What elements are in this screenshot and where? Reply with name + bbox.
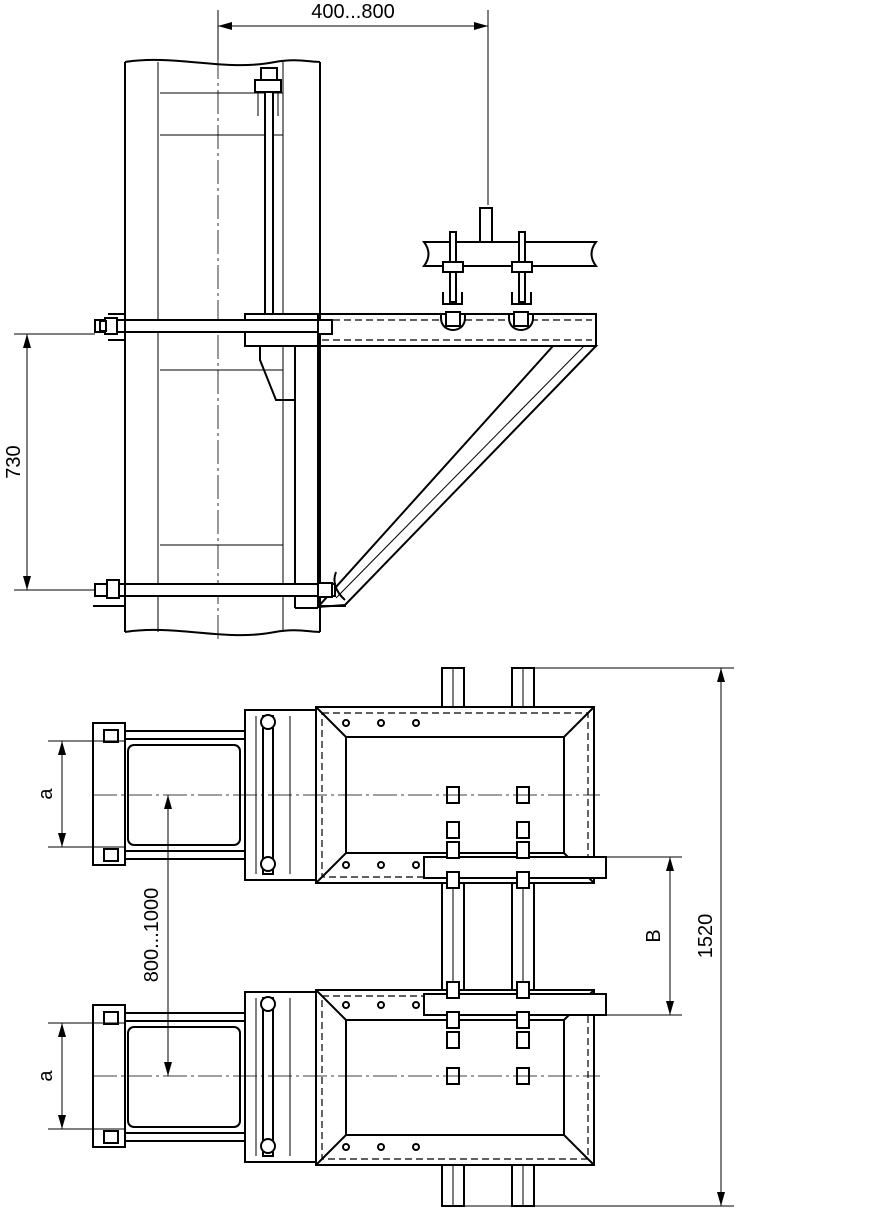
dimension-overall-height: 1520 (534, 667, 734, 1207)
clamp-assembly-upper (92, 706, 607, 889)
lower-clamp-bolt (93, 578, 346, 607)
dimension-vertical-span-label: 730 (3, 445, 25, 478)
dimension-a-upper: a (35, 740, 125, 848)
dimension-gap: B (606, 856, 682, 1016)
dimension-top-span: 400...800 (217, 1, 489, 205)
top-threaded-rod (254, 67, 282, 333)
vertical-member (259, 345, 319, 609)
dimension-gap-label: B (643, 929, 665, 942)
clamp-assembly-lower (92, 981, 607, 1166)
side-view: 400...800 730 (3, 1, 599, 640)
dimension-overall-height-label: 1520 (695, 914, 717, 959)
dimension-a-lower: a (35, 1022, 125, 1130)
equipment-mount (422, 207, 598, 331)
dimension-a-upper-label: a (35, 788, 57, 800)
dimension-pitch-label: 800...1000 (141, 888, 163, 983)
dimension-pitch: 800...1000 (141, 795, 172, 1076)
diagonal-brace (315, 345, 599, 609)
dimension-top-span-label: 400...800 (311, 1, 394, 23)
upper-clamp-bolt (94, 313, 333, 341)
plan-view: a a 800...1000 B (35, 667, 734, 1207)
dimension-a-lower-label: a (35, 1070, 57, 1082)
dimension-vertical-span: 730 (3, 333, 95, 591)
